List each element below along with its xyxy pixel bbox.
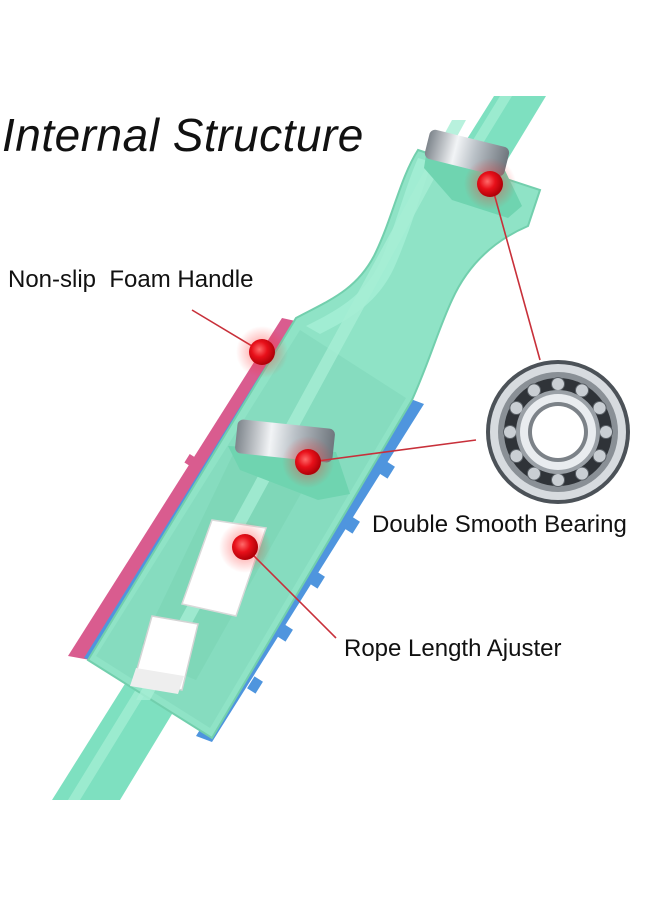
marker-foam-handle bbox=[236, 326, 288, 378]
bearing-ball bbox=[575, 383, 589, 398]
bearing-ball bbox=[592, 449, 607, 463]
bearing-ball bbox=[527, 383, 541, 398]
bearing-ball bbox=[527, 466, 541, 481]
ball-bearing-illustration bbox=[486, 360, 630, 504]
bearing-ball bbox=[509, 401, 524, 415]
bearing-ball bbox=[592, 401, 607, 415]
label-rope-length-adjuster: Rope Length Ajuster bbox=[344, 635, 562, 662]
bearing-ball bbox=[599, 425, 613, 439]
diagram-title: Internal Structure bbox=[2, 109, 364, 161]
marker-top-bearing bbox=[464, 158, 516, 210]
bearing-ball bbox=[551, 473, 565, 487]
bearing-ball bbox=[551, 377, 565, 391]
bearing-ball bbox=[503, 425, 517, 439]
bearing-ball bbox=[509, 449, 524, 463]
marker-middle-bearing bbox=[282, 436, 334, 488]
label-foam-handle: Non-slip Foam Handle bbox=[8, 266, 254, 293]
bearing-ball bbox=[575, 466, 589, 481]
label-double-smooth-bearing: Double Smooth Bearing bbox=[372, 511, 627, 538]
marker-adjuster bbox=[219, 521, 271, 573]
